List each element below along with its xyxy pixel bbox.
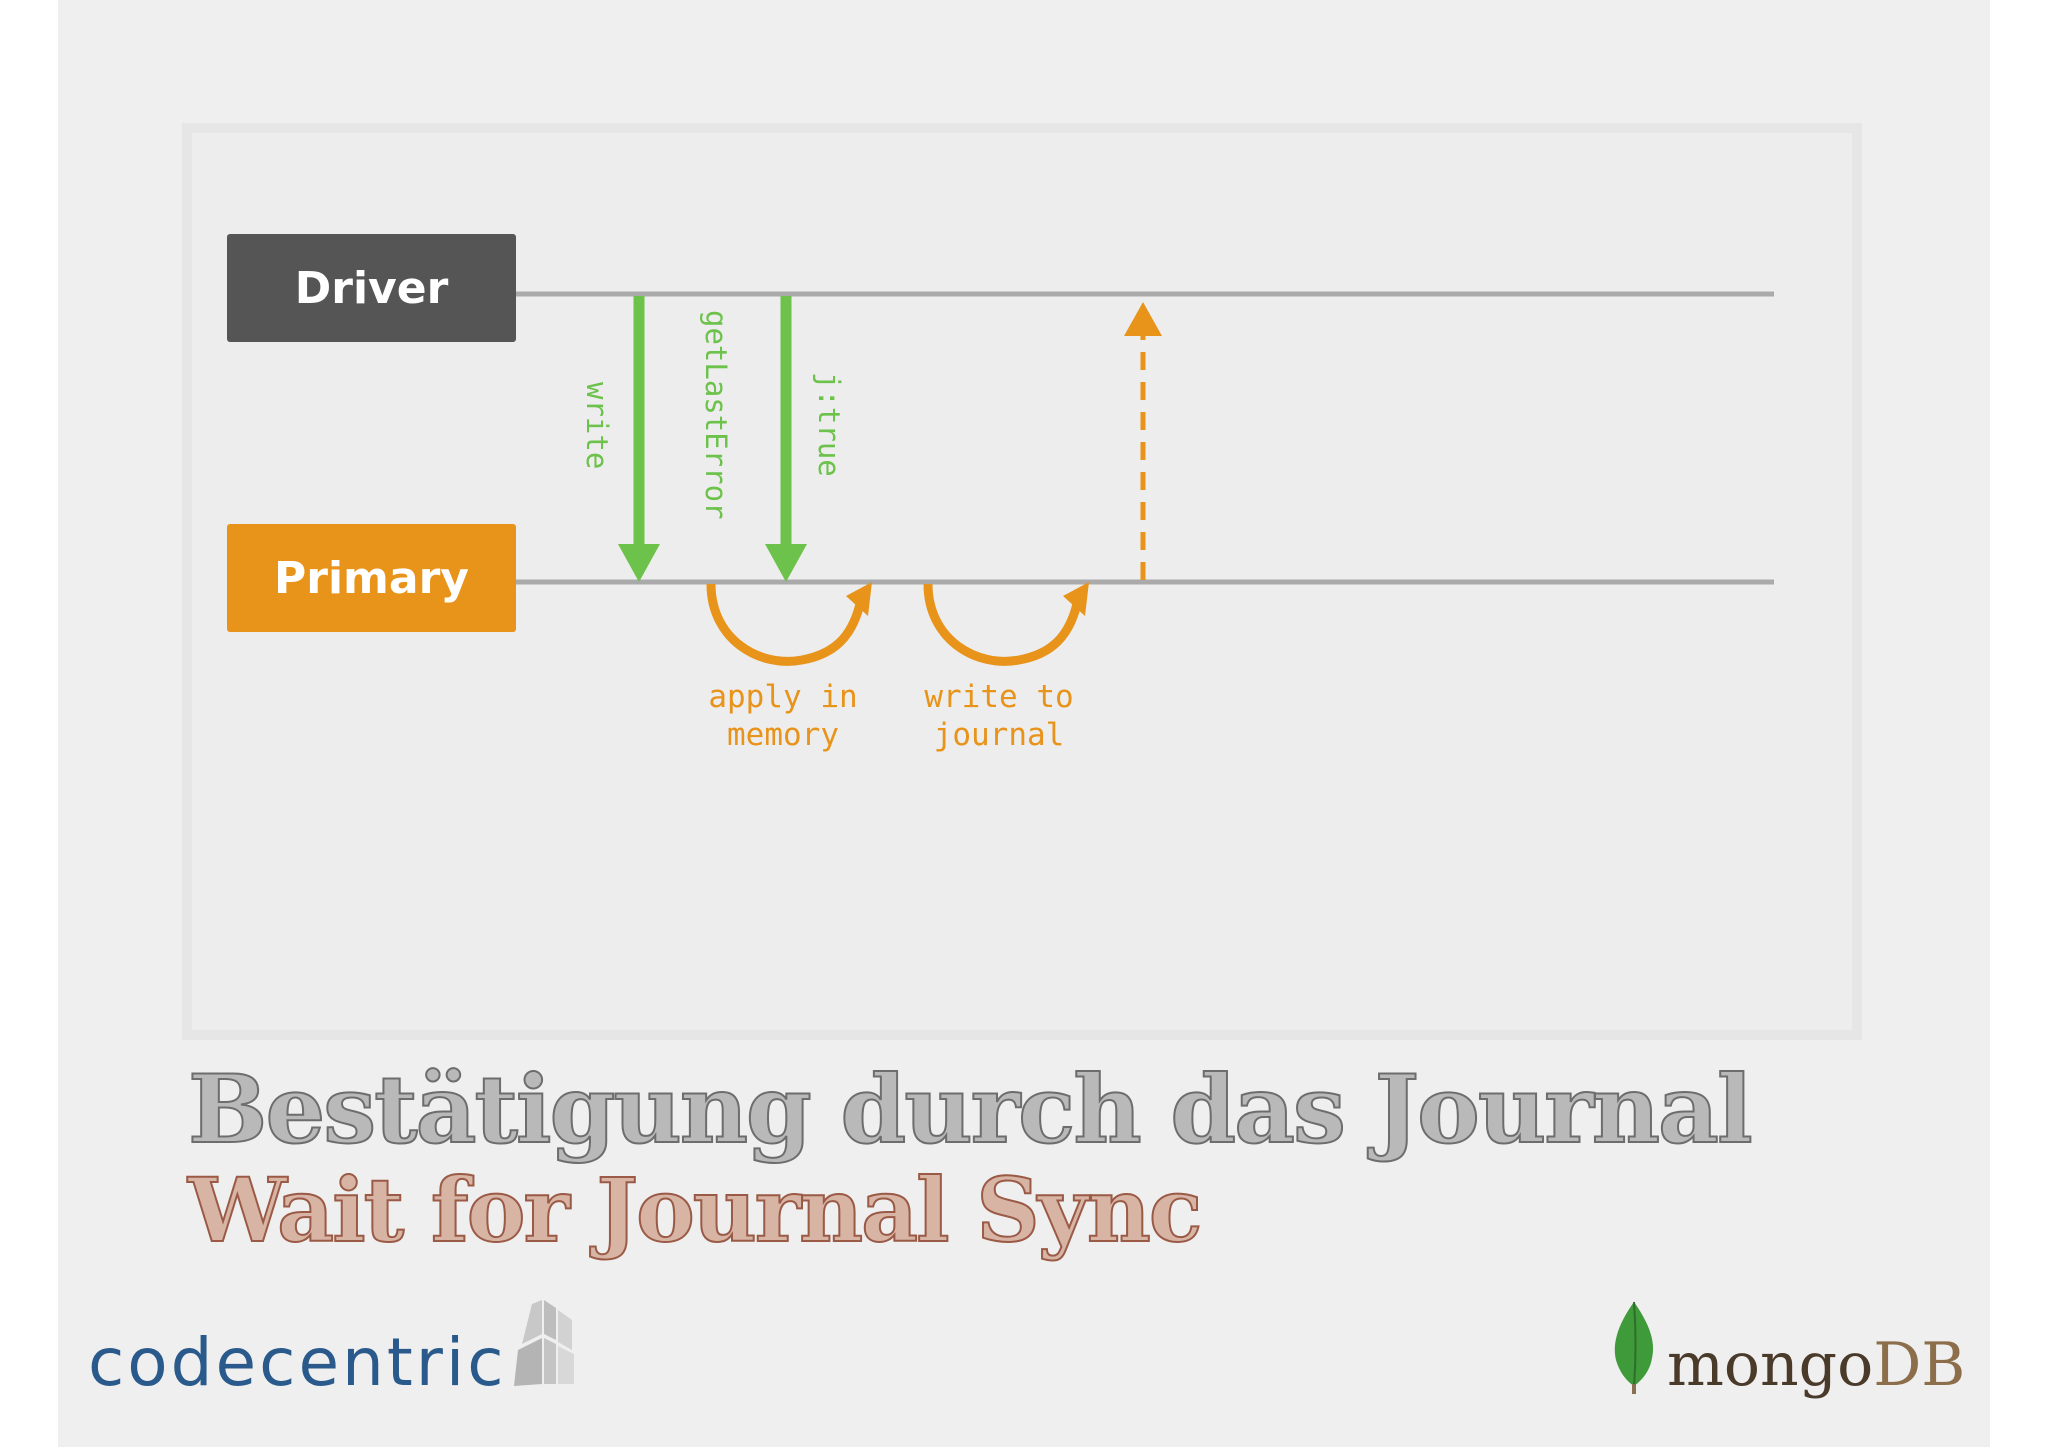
codecentric-mark-icon <box>514 1300 574 1386</box>
primary-box: Primary <box>227 524 516 632</box>
ack-dashed-arrow <box>1124 302 1162 580</box>
write-label: write <box>580 382 614 470</box>
mongodb-wordmark: mongoDB <box>1667 1330 1965 1400</box>
apply-in-memory-label: apply in memory <box>708 679 858 753</box>
driver-label: Driver <box>294 262 449 314</box>
codecentric-wordmark: codecentric <box>88 1324 507 1401</box>
mongodb-wordmark-db: DB <box>1873 1330 1966 1400</box>
mongodb-wordmark-main: mongo <box>1667 1330 1874 1400</box>
write-to-journal-label: write to journal <box>924 679 1074 753</box>
apply-in-memory-loop <box>706 582 872 666</box>
slide-title-german: Bestätigung durch das Journal <box>187 1054 1754 1166</box>
j-true-label: j:true <box>812 372 846 477</box>
driver-box: Driver <box>227 234 516 342</box>
get-last-error-arrow <box>765 296 807 582</box>
slide-title-english: Wait for Journal Sync <box>187 1157 1203 1263</box>
primary-label: Primary <box>274 552 469 604</box>
mongodb-leaf-icon <box>1614 1301 1654 1394</box>
get-last-error-label: getLastError <box>699 310 733 520</box>
write-to-journal-loop <box>923 582 1089 666</box>
write-arrow <box>618 296 660 582</box>
